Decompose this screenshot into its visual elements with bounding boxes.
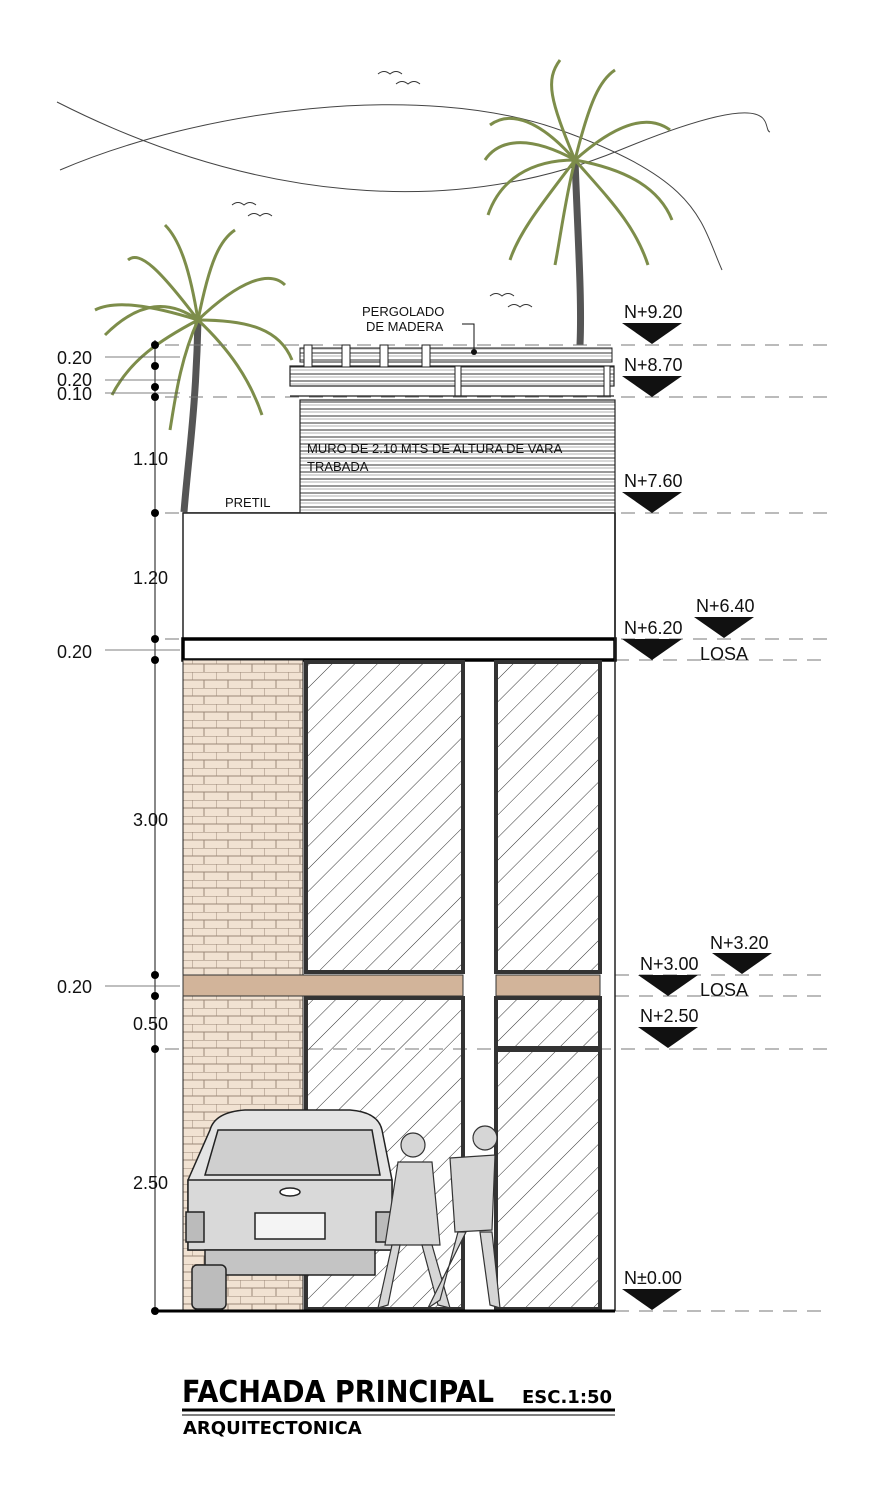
dim-010: 0.10 bbox=[57, 384, 92, 404]
birds bbox=[231, 71, 533, 308]
palm-tree-left bbox=[94, 223, 294, 513]
level-250: N+2.50 bbox=[640, 1006, 699, 1026]
note-muro-2: TRABADA bbox=[307, 459, 369, 474]
level-triangle-760 bbox=[622, 492, 682, 513]
drawing-subtitle: ARQUITECTONICA bbox=[183, 1418, 362, 1439]
level-920: N+9.20 bbox=[624, 302, 683, 322]
palm-tree-right bbox=[483, 59, 674, 346]
dim-020-d: 0.20 bbox=[57, 977, 92, 997]
level-markers: N+9.20 N+8.70 N+7.60 N+6.40 N+6.20 N+3.2… bbox=[622, 302, 772, 1310]
dim-020-a: 0.20 bbox=[57, 348, 92, 368]
dim-020-b: 0.20 bbox=[57, 370, 92, 390]
drawing-scale: ESC.1:50 bbox=[522, 1387, 612, 1408]
level-760: N+7.60 bbox=[624, 471, 683, 491]
dim-050: 0.50 bbox=[133, 1014, 168, 1034]
title-block: FACHADA PRINCIPAL ESC.1:50 ARQUITECTONIC… bbox=[182, 1375, 615, 1439]
dimension-chain bbox=[105, 340, 180, 1315]
note-pergolado-2: DE MADERA bbox=[366, 319, 444, 334]
drawing-title: FACHADA PRINCIPAL bbox=[182, 1375, 494, 1410]
level-triangle-640 bbox=[694, 617, 754, 638]
level-triangle-300 bbox=[638, 975, 698, 996]
level-dashed-lines bbox=[165, 344, 830, 1312]
level-triangle-320 bbox=[712, 953, 772, 974]
pergola bbox=[289, 323, 615, 397]
dim-020-c: 0.20 bbox=[57, 642, 92, 662]
level-triangle-000 bbox=[622, 1289, 682, 1310]
level-000: N±0.00 bbox=[624, 1268, 682, 1288]
losa-label-lower: LOSA bbox=[700, 980, 748, 1000]
suv-vehicle bbox=[185, 1109, 395, 1310]
note-pergolado-1: PERGOLADO bbox=[362, 304, 444, 319]
level-320: N+3.20 bbox=[710, 933, 769, 953]
upper-windows bbox=[304, 660, 602, 974]
level-870: N+8.70 bbox=[624, 355, 683, 375]
level-triangle-870 bbox=[622, 376, 682, 397]
dim-120: 1.20 bbox=[133, 568, 168, 588]
note-pretil: PRETIL bbox=[225, 495, 271, 510]
level-640: N+6.40 bbox=[696, 596, 755, 616]
slab-upper bbox=[181, 637, 617, 662]
level-triangle-620 bbox=[622, 639, 682, 660]
level-300: N+3.00 bbox=[640, 954, 699, 974]
level-620: N+6.20 bbox=[624, 618, 683, 638]
dim-110: 1.10 bbox=[133, 449, 168, 469]
note-muro-1: MURO DE 2.10 MTS DE ALTURA DE VARA bbox=[307, 441, 563, 456]
dim-250: 2.50 bbox=[133, 1173, 168, 1193]
losa-label-upper: LOSA bbox=[700, 644, 748, 664]
sky-lines bbox=[56, 101, 771, 271]
level-triangle-250 bbox=[638, 1027, 698, 1048]
level-triangle-920 bbox=[622, 323, 682, 344]
people-silhouettes bbox=[377, 1125, 501, 1310]
upper-block bbox=[182, 512, 616, 640]
wood-wall bbox=[299, 399, 616, 514]
dim-300: 3.00 bbox=[133, 810, 168, 830]
beam-middle bbox=[182, 974, 601, 997]
